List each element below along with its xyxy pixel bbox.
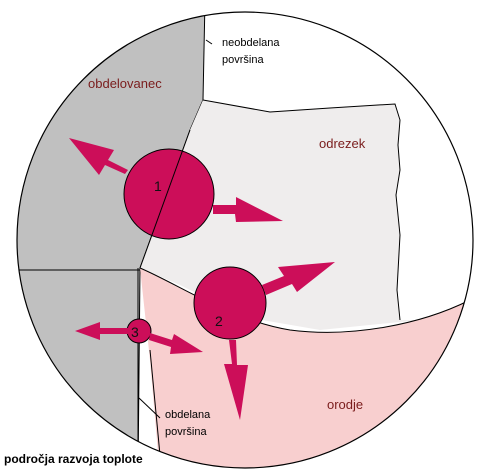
machined-surface-leader [138, 397, 161, 419]
heat-zone-1: 1 [123, 129, 215, 269]
machined-surface-label-line2: površina [165, 426, 207, 438]
diagram-caption: področja razvoja toplote [4, 452, 143, 466]
heat-arrow-zone3-right [149, 333, 203, 354]
heat-zone-1-number: 1 [154, 178, 162, 194]
heat-zone-2-disc [193, 266, 267, 340]
heat-zone-1-disc [123, 148, 215, 240]
workpiece-label: obdelovanec [88, 76, 162, 91]
tool-label: orodje [327, 397, 363, 412]
unmachined-surface-label-line2: površina [222, 54, 264, 66]
machined-surface-label-line1: obdelana [165, 409, 211, 421]
heat-arrow-zone1-left [69, 138, 128, 175]
chip-region [140, 100, 473, 468]
view-circle [16, 11, 474, 469]
heat-zone-2-number: 2 [215, 313, 223, 329]
chip-outline [202, 99, 401, 321]
chip-label: odrezek [319, 136, 366, 151]
heat-zone-1-shear-line [139, 129, 191, 269]
unmachined-surface-label-line1: neobdelana [222, 37, 280, 49]
unmachined-surface-leader [205, 39, 213, 45]
heat-arrow-zone1-right [213, 197, 283, 222]
heat-zone-2: 2 [193, 266, 267, 340]
tool-rake-face [139, 267, 471, 333]
heat-zone-3-number: 3 [131, 324, 139, 340]
heat-arrow-zone2-up [262, 262, 335, 295]
heat-arrow-zone2-down [224, 340, 248, 420]
heat-zone-3: 3 [126, 318, 152, 344]
heat-arrow-zone3-left [75, 322, 128, 340]
